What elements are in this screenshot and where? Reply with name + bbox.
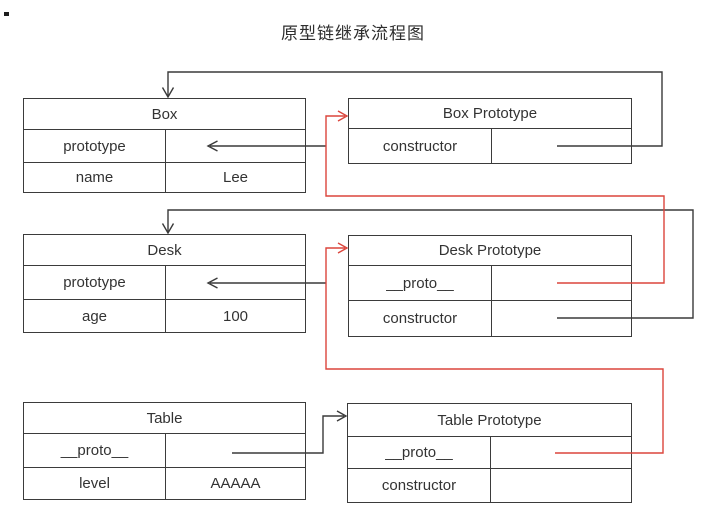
- box-prototype-table: Box Prototype constructor: [348, 98, 632, 164]
- arrowhead-boxproto-left-red: [337, 110, 349, 122]
- table-prototype-table-header: Table Prototype: [348, 404, 631, 437]
- table-prototype-row-constructor-value: [491, 469, 631, 502]
- box-table: Box prototype name Lee: [23, 98, 306, 193]
- table-prototype-row-proto-label: __proto__: [348, 437, 491, 469]
- table-row-level-value: AAAAA: [210, 475, 261, 492]
- diagram-title: 原型链继承流程图: [281, 24, 425, 44]
- ink-speck: [4, 12, 9, 16]
- desk-prototype-row-proto-label: __proto__: [349, 266, 492, 301]
- desk-row-age-value: 100: [222, 307, 249, 325]
- table-row-level-label: level: [24, 468, 166, 499]
- desk-row-prototype-value: [166, 266, 305, 300]
- table-prototype-row-proto-value: [491, 437, 631, 469]
- desk-prototype-row-constructor-value: [492, 301, 631, 336]
- table-row-proto-value: [166, 434, 305, 468]
- arrowhead-desk-top: [161, 223, 175, 235]
- table-row-proto-label: __proto__: [24, 434, 166, 468]
- table-prototype-row-constructor-label: constructor: [348, 469, 491, 502]
- desk-prototype-row-proto-value: [492, 266, 631, 301]
- box-table-header: Box: [24, 99, 305, 130]
- arrowhead-box-top: [161, 87, 175, 99]
- box-row-name-value: Lee: [222, 169, 249, 186]
- desk-prototype-row-constructor-label: constructor: [349, 301, 492, 336]
- table-table-header: Table: [24, 403, 305, 434]
- table-prototype-table: Table Prototype __proto__ constructor: [347, 403, 632, 503]
- box-row-prototype-label: prototype: [24, 130, 166, 163]
- arrowhead-deskproto-left-red: [337, 242, 349, 254]
- box-row-name-label: name: [24, 163, 166, 192]
- box-row-prototype-value: [166, 130, 305, 163]
- desk-prototype-table: Desk Prototype __proto__ constructor: [348, 235, 632, 337]
- box-prototype-row-constructor-label: constructor: [349, 129, 492, 163]
- arrowhead-tableproto-left: [336, 410, 348, 422]
- box-prototype-table-header: Box Prototype: [349, 99, 631, 129]
- desk-row-age-label: age: [24, 300, 166, 332]
- desk-table: Desk prototype age 100: [23, 234, 306, 333]
- desk-row-prototype-label: prototype: [24, 266, 166, 300]
- desk-table-header: Desk: [24, 235, 305, 266]
- box-prototype-row-constructor-value: [492, 129, 631, 163]
- desk-prototype-table-header: Desk Prototype: [349, 236, 631, 266]
- table-table: Table __proto__ level AAAAA: [23, 402, 306, 500]
